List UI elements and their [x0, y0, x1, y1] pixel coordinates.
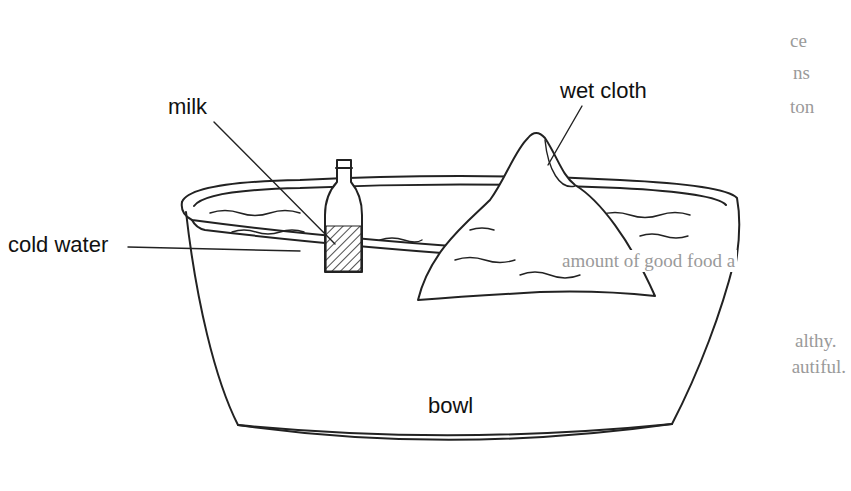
page-text: ce — [790, 30, 807, 52]
cloth-fold — [520, 272, 580, 278]
milk-bottle — [325, 160, 362, 272]
bottle-cap — [336, 167, 352, 169]
page-text: althy. — [795, 330, 837, 352]
page-text: amount of good food a — [560, 250, 737, 272]
bowl-rim-inner — [194, 185, 726, 207]
leader-line — [548, 106, 582, 165]
part-label: bowl — [428, 393, 473, 418]
water-wave — [640, 234, 688, 238]
part-label: cold water — [8, 232, 108, 257]
bowl-bottom — [238, 424, 672, 435]
milk-hatch — [326, 226, 361, 271]
part-label: milk — [168, 94, 207, 119]
leader-line — [214, 122, 335, 244]
water-wave — [210, 211, 300, 216]
page-text: ton — [790, 96, 814, 118]
leader-line — [128, 247, 300, 251]
part-label: wet cloth — [560, 78, 647, 103]
cloth-fold — [470, 228, 494, 230]
water-wave — [380, 238, 422, 242]
page-text: ns — [793, 62, 810, 84]
wet-cloth — [418, 133, 655, 300]
cloth-fold — [455, 258, 515, 263]
page-text: autiful. — [792, 356, 846, 378]
water-wave — [232, 230, 304, 234]
water-wave — [600, 213, 690, 218]
